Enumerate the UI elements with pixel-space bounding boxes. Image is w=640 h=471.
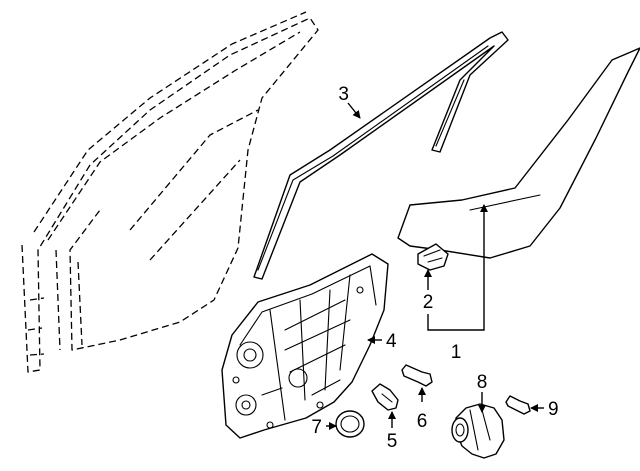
o-ring bbox=[335, 410, 365, 438]
callout-9: 9 bbox=[548, 399, 559, 420]
callout-5: 5 bbox=[387, 431, 398, 452]
regulator-motor bbox=[451, 403, 505, 459]
leader-lines bbox=[326, 102, 544, 430]
callout-2: 2 bbox=[423, 292, 434, 313]
bolt-9 bbox=[505, 395, 531, 415]
callout-4: 4 bbox=[386, 331, 397, 352]
window-run-channel bbox=[253, 31, 509, 280]
callout-7: 7 bbox=[311, 417, 322, 438]
glass-clip bbox=[417, 243, 449, 271]
bolt-6 bbox=[401, 364, 433, 387]
door-frame-outline bbox=[21, 11, 319, 373]
bolt-5 bbox=[371, 383, 399, 411]
callout-6: 6 bbox=[417, 411, 428, 432]
window-regulator-panel bbox=[221, 253, 389, 439]
callout-1: 1 bbox=[451, 342, 462, 363]
callout-8: 8 bbox=[477, 372, 488, 393]
callout-3: 3 bbox=[338, 84, 349, 105]
